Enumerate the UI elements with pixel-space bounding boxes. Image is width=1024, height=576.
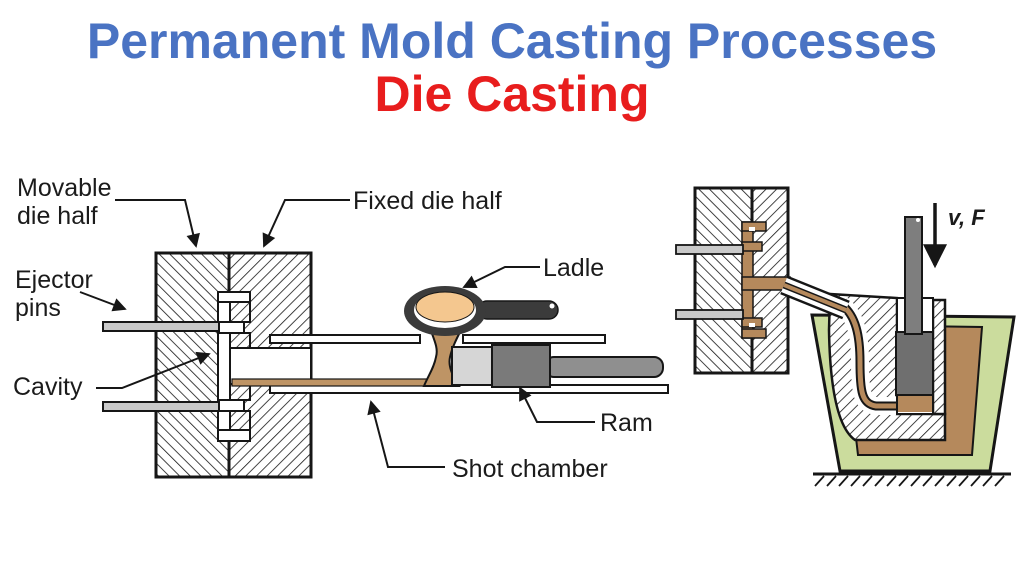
leader-ram [519, 386, 595, 423]
leader-cavity [96, 351, 211, 389]
chamber-molten-metal [898, 395, 932, 412]
ejector-pin-top-small [675, 244, 744, 255]
ladle-molten-metal [415, 291, 475, 323]
leader-movable-die-half [115, 199, 200, 248]
ejector-pin-bottom [102, 401, 220, 412]
ladle-handle [477, 300, 559, 320]
ejector-pin-bottom-small [675, 309, 744, 320]
ram-tip-block [451, 346, 493, 386]
label-cavity: Cavity [13, 373, 83, 401]
leader-fixed-die-half [262, 199, 350, 248]
title-block: Permanent Mold Casting Processes Die Cas… [0, 14, 1024, 120]
label-ram: Ram [600, 409, 653, 437]
label-ejector-pins: Ejector pins [15, 266, 93, 322]
gooseneck-channel [835, 297, 918, 415]
leader-ladle [462, 266, 540, 288]
plunger [895, 331, 934, 396]
ladle [404, 286, 559, 336]
hot-chamber-diagram [675, 186, 1016, 487]
ram-body-block [491, 344, 551, 388]
sprue-channel [217, 347, 312, 385]
plunger-rod [904, 216, 923, 335]
page-subtitle: Die Casting [374, 66, 650, 122]
label-shot-chamber: Shot chamber [452, 455, 608, 483]
gooseneck-right-wall [931, 298, 947, 416]
casting-shape [741, 221, 791, 339]
ground-line [813, 472, 1011, 487]
label-fixed-die-half: Fixed die half [353, 187, 502, 215]
leader-ejector-pins [79, 291, 127, 312]
label-velocity-force: v, F [948, 205, 985, 230]
label-movable-die-half: Movable die half [17, 174, 112, 230]
molten-metal-layer [231, 378, 434, 387]
die-cavity [217, 291, 251, 442]
ladle-handle-tip [549, 303, 555, 309]
leader-shot-chamber [367, 400, 445, 468]
movable-die-half-block [154, 251, 231, 479]
shot-chamber-top-wall-right [462, 334, 606, 344]
label-ladle: Ladle [543, 254, 605, 282]
shot-chamber-top-wall-left [269, 334, 421, 344]
page-title: Permanent Mold Casting Processes [86, 13, 938, 69]
cold-chamber-diagram [79, 199, 669, 479]
ejector-pin-top [102, 321, 220, 332]
plunger-rod-notch [916, 218, 920, 222]
nozzle [780, 275, 850, 320]
movable-die-half-block-small [693, 186, 754, 375]
ram-rod [544, 356, 664, 378]
